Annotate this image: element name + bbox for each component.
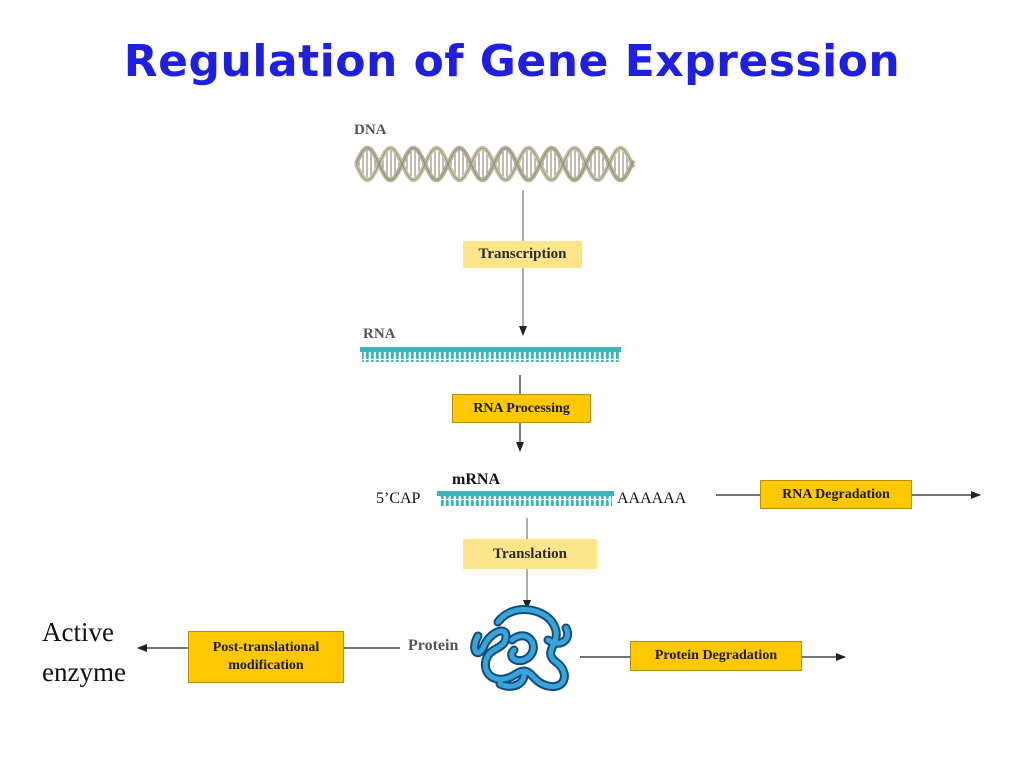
cap-label: 5’CAP (376, 490, 421, 507)
active-enzyme-line1: Active (42, 617, 114, 647)
polya-label: AAAAAA (617, 490, 687, 507)
post-translational-line2: modification (228, 658, 304, 673)
protein-degradation-box: Protein Degradation (630, 641, 802, 671)
translation-box: Translation (463, 539, 597, 569)
rna-processing-box: RNA Processing (452, 394, 591, 423)
mrna-strand (437, 491, 614, 506)
protein-label: Protein (408, 637, 459, 654)
active-enzyme-label: Active enzyme (42, 612, 126, 692)
post-translational-line1: Post-translational (212, 640, 320, 655)
dna-label: DNA (354, 122, 387, 138)
page-title: Regulation of Gene Expression (123, 36, 901, 87)
active-enzyme-line2: enzyme (42, 657, 126, 687)
rna-label: RNA (363, 326, 396, 342)
post-translational-box: Post-translational modification (188, 631, 344, 683)
protein-structure (470, 605, 572, 692)
mrna-label: mRNA (452, 471, 500, 488)
transcription-box: Transcription (463, 241, 582, 268)
rna-strand (360, 347, 621, 362)
rna-degradation-box: RNA Degradation (760, 480, 912, 509)
dna-helix (353, 145, 636, 183)
